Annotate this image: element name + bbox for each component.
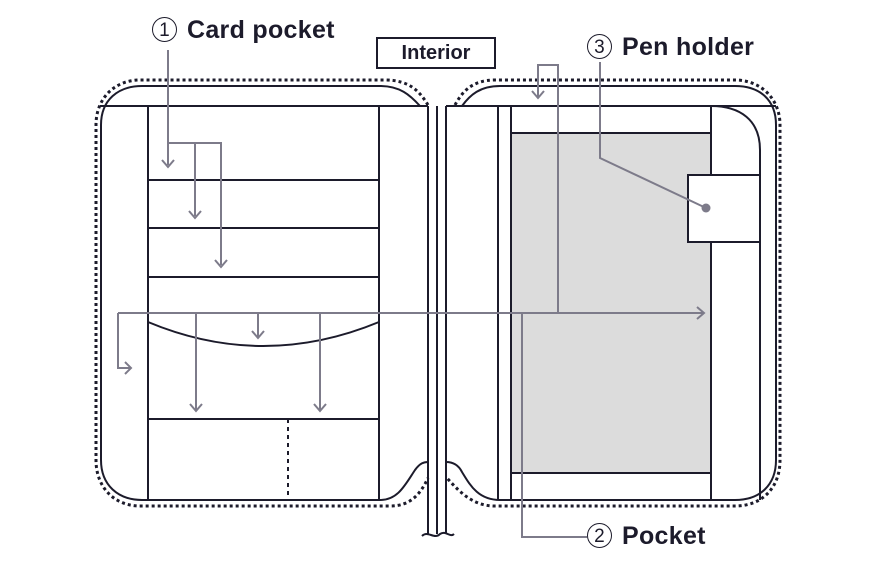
card-pocket-label: 1 Card pocket [152, 16, 335, 45]
pocket-arrow-1 [189, 313, 203, 413]
pen-holder-box [687, 174, 761, 243]
top-leader [531, 64, 559, 313]
pen-holder-number: 3 [587, 34, 612, 59]
pocket-text: Pocket [622, 522, 706, 550]
left-panel-edge [100, 85, 429, 501]
pocket-arrowhead-right [696, 306, 706, 320]
pocket-label: 2 Pocket [587, 522, 706, 551]
pocket-arrow-left [117, 313, 133, 375]
right-stitching [445, 78, 782, 508]
spine [421, 106, 455, 537]
card-leader-branches [168, 142, 222, 265]
left-stitching [94, 78, 430, 508]
pocket-label-leader [521, 313, 587, 538]
pocket-number: 2 [587, 523, 612, 548]
left-panel [94, 78, 430, 508]
pocket-area [510, 132, 712, 474]
pocket-arrow-2 [251, 313, 265, 340]
right-column-edge [710, 105, 761, 500]
pen-holder-dot [701, 203, 711, 213]
interior-title: Interior [376, 37, 496, 69]
card-arrowheads [161, 159, 228, 269]
card-pocket-text: Card pocket [187, 16, 335, 44]
curved-pocket [147, 321, 380, 347]
leader-lines [117, 50, 707, 538]
pen-holder-text: Pen holder [622, 33, 755, 61]
right-panel [445, 78, 782, 508]
pen-holder-label: 3 Pen holder [587, 33, 754, 62]
pen-holder-leader [599, 62, 707, 209]
card-pocket-number: 1 [152, 17, 177, 42]
pocket-arrow-3 [313, 313, 327, 413]
